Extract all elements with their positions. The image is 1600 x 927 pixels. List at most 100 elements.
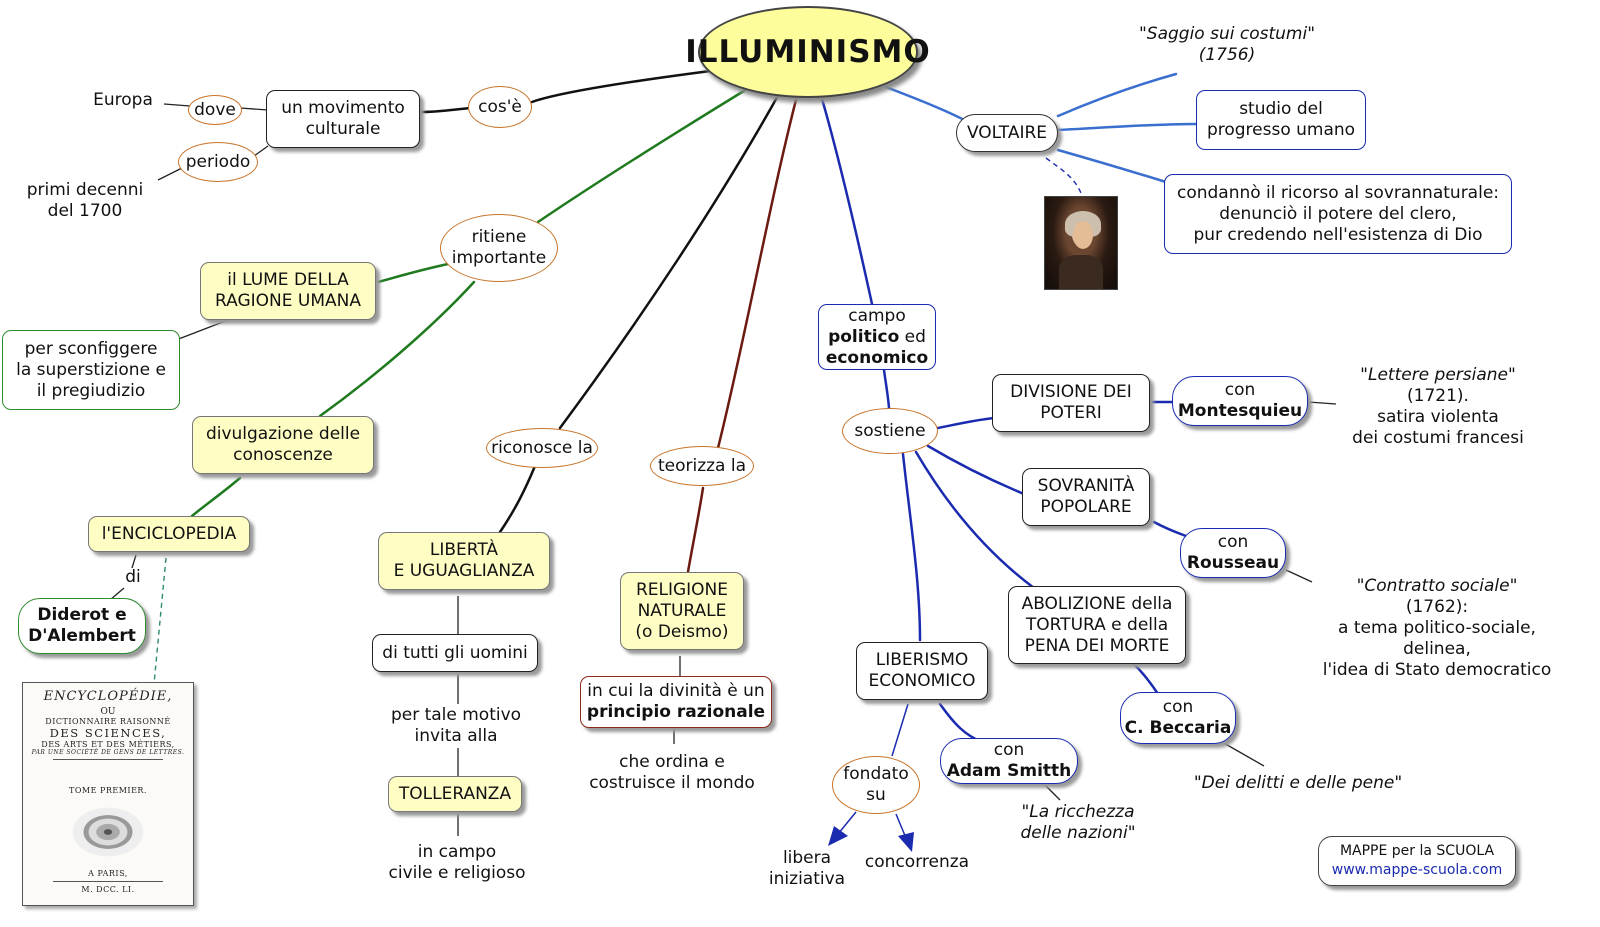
label-campo-3: ed [899,326,926,347]
node-campo-civile: in campo civile e religioso [372,840,542,886]
label-ricchezza: "La ricchezza delle nazioni" [1020,802,1136,843]
node-dove: dove [188,95,242,125]
node-concorrenza: concorrenza [862,850,972,874]
encyclo-line2: DES SCIENCES, [49,726,167,740]
node-tutti: di tutti gli uomini [372,634,538,672]
node-campo: campo politico ed economico [818,304,936,370]
node-diderot: Diderot e D'Alembert [18,598,146,654]
label-decenni: primi decenni del 1700 [26,180,144,221]
link-cose-movimento [420,106,472,114]
label-rousseau: Rousseau [1186,553,1280,573]
node-lume: il LUME DELLA RAGIONE UMANA [200,262,376,320]
link-dove-movimento [239,107,269,111]
label-cose: cos'è [478,96,522,117]
label-teorizza: teorizza la [657,455,747,476]
encyclo-tome: TOME PREMIER. [69,786,147,795]
label-ritiene: ritiene importante [451,227,547,268]
label-sostiene: sostiene [854,420,926,441]
node-abolizione: ABOLIZIONE della TORTURA e della PENA DE… [1008,586,1186,664]
link-title-teorizza [716,90,800,450]
label-con-s: con [993,740,1025,760]
link-divulgazione-enciclopedia [190,476,242,518]
portrait-coat [1059,255,1103,289]
link-enciclopedia-di [131,554,137,569]
label-condanno: condannò il ricorso al sovrannaturale: d… [1176,182,1500,245]
portrait-face [1073,221,1093,249]
arrow-libera-iniziativa [828,826,848,846]
encyclo-line3: DES ARTS ET DES MÉTIERS, [41,740,175,749]
link-rousseau-contratto [1285,569,1313,583]
node-europa: Europa [86,88,160,112]
node-divinita: in cui la divinità è un principio razion… [580,676,772,728]
label-religione: RELIGIONE NATURALE (o Deismo) [635,579,729,642]
node-rousseau: con Rousseau [1180,528,1286,578]
label-divulgazione: divulgazione delle conoscenze [205,424,361,465]
label-movimento: un movimento culturale [281,98,405,139]
link-periodo-movimento [253,145,269,157]
label-liberismo: LIBERISMO ECONOMICO [868,650,976,691]
node-liberismo: LIBERISMO ECONOMICO [856,642,988,700]
label-smith: Adam Smitth [946,761,1072,781]
link-voltaire-saggio [1056,72,1178,118]
node-smith: con Adam Smitth [940,738,1078,784]
node-montesquieu: con Montesquieu [1172,376,1308,426]
label-riconosce: riconosce la [491,437,593,458]
label-voltaire: VOLTAIRE [966,122,1048,143]
credit-url[interactable]: www.mappe-scuola.com [1331,862,1503,878]
label-divinita-2: principio razionale [586,702,766,722]
link-enciclopedia-image [153,557,167,685]
node-decenni: primi decenni del 1700 [18,178,152,224]
link-title-ritiene [536,84,754,224]
link-fondato-libera [837,811,857,835]
node-sconfiggere: per sconfiggere la superstizione e il pr… [2,330,180,410]
link-sostiene-sovranita [926,444,1026,496]
node-ricchezza: "La ricchezza delle nazioni" [1008,800,1148,846]
node-fondato: fondato su [832,756,920,814]
link-voltaire-condanno [1056,148,1168,184]
node-sostiene: sostiene [842,408,938,454]
encyclopedie-title-page-image: ENCYCLOPÉDIE, OU DICTIONNAIRE RAISONNÉ D… [22,682,194,906]
label-europa: Europa [93,89,153,110]
title-ellipse: ILLUMINISMO [685,6,930,98]
node-enciclopedia: l'ENCICLOPEDIA [88,516,250,552]
label-sovranita: SOVRANITÀ POPOLARE [1037,476,1135,517]
link-europa-dove [163,103,191,107]
label-con-b: con [1162,697,1194,717]
link-fondato-concorrenza [895,813,907,839]
encyclo-title: ENCYCLOPÉDIE, [43,689,173,704]
label-tutti: di tutti gli uomini [382,642,528,663]
link-abolizione-beccaria [1132,662,1160,696]
node-delitti: "Dei delitti e delle pene" [1186,770,1410,796]
node-sovranita: SOVRANITÀ POPOLARE [1022,468,1150,526]
node-divulgazione: divulgazione delle conoscenze [192,416,374,474]
label-periodo: periodo [185,151,251,172]
node-ritiene: ritiene importante [440,214,558,282]
label-beccaria: C. Beccaria [1124,718,1232,738]
node-ordina: che ordina e costruisce il mondo [584,750,760,796]
encyclo-line1: DICTIONNAIRE RAISONNÉ [45,717,171,726]
credit-badge: MAPPE per la SCUOLA www.mappe-scuola.com [1318,836,1516,886]
node-riconosce: riconosce la [486,428,598,468]
link-periodo-decenni [157,167,183,181]
node-lettere: "Lettere persiane" (1721). satira violen… [1326,364,1550,450]
encyclo-rule-2 [53,881,163,882]
label-abolizione: ABOLIZIONE della TORTURA e della PENA DE… [1021,593,1173,656]
node-contratto: "Contratto sociale" (1762): a tema polit… [1318,574,1556,682]
label-con-m: con [1224,380,1256,400]
link-teorizza-religione [686,486,705,574]
link-voltaire-studio [1056,122,1198,132]
node-libera: libera iniziativa [762,846,852,892]
link-sostiene-abolizione [914,450,1036,590]
link-campo-sostiene [882,368,891,410]
link-sostiene-divisione [936,416,996,430]
label-dove: dove [194,99,236,120]
label-lume: il LUME DELLA RAGIONE UMANA [215,270,361,311]
label-campo-civile: in campo civile e religioso [388,842,526,883]
label-lettere: "Lettere persiane" [1360,365,1516,385]
node-motivo: per tale motivo invita alla [380,704,532,748]
encyclo-emblem [63,801,153,863]
node-saggio: "Saggio sui costumi" (1756) [1124,22,1330,68]
label-delitti: "Dei delitti e delle pene" [1193,772,1403,793]
label-contratto-2: (1762): a tema politico-sociale, delinea… [1322,596,1552,680]
